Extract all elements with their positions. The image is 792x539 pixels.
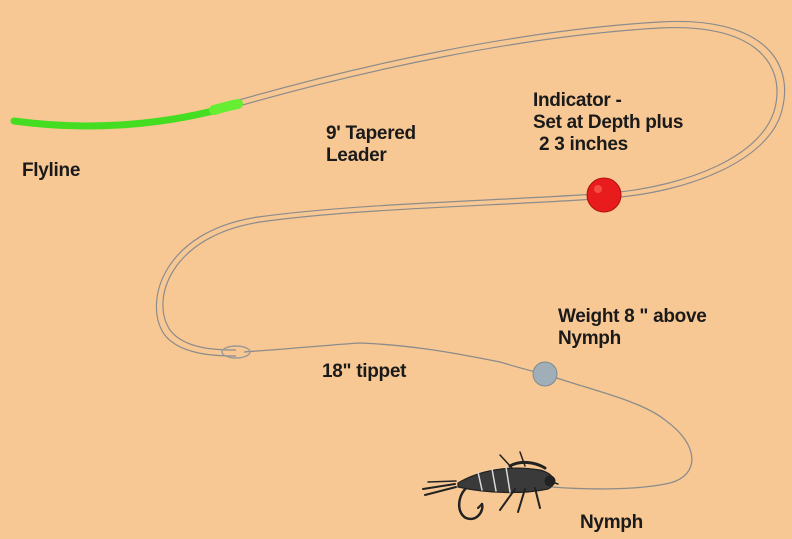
nymph-label: Nymph	[580, 512, 643, 533]
flyline	[10, 100, 242, 130]
split-shot-weight	[532, 361, 558, 387]
strike-indicator-highlight	[594, 185, 602, 193]
nymph-fly-icon	[422, 451, 559, 521]
leader-label: 9' Tapered Leader	[326, 123, 416, 166]
weight-label: Weight 8 " above Nymph	[558, 306, 707, 349]
flyline-tip	[209, 99, 243, 115]
tapered-leader	[155, 20, 786, 357]
flyline-label: Flyline	[22, 160, 81, 181]
indicator-label: Indicator - Set at Depth plus 2 3 inches	[533, 90, 684, 155]
tippet-line	[243, 342, 693, 490]
leader-tippet-loop	[221, 345, 251, 359]
tippet-label: 18" tippet	[322, 361, 407, 382]
strike-indicator	[586, 177, 622, 213]
